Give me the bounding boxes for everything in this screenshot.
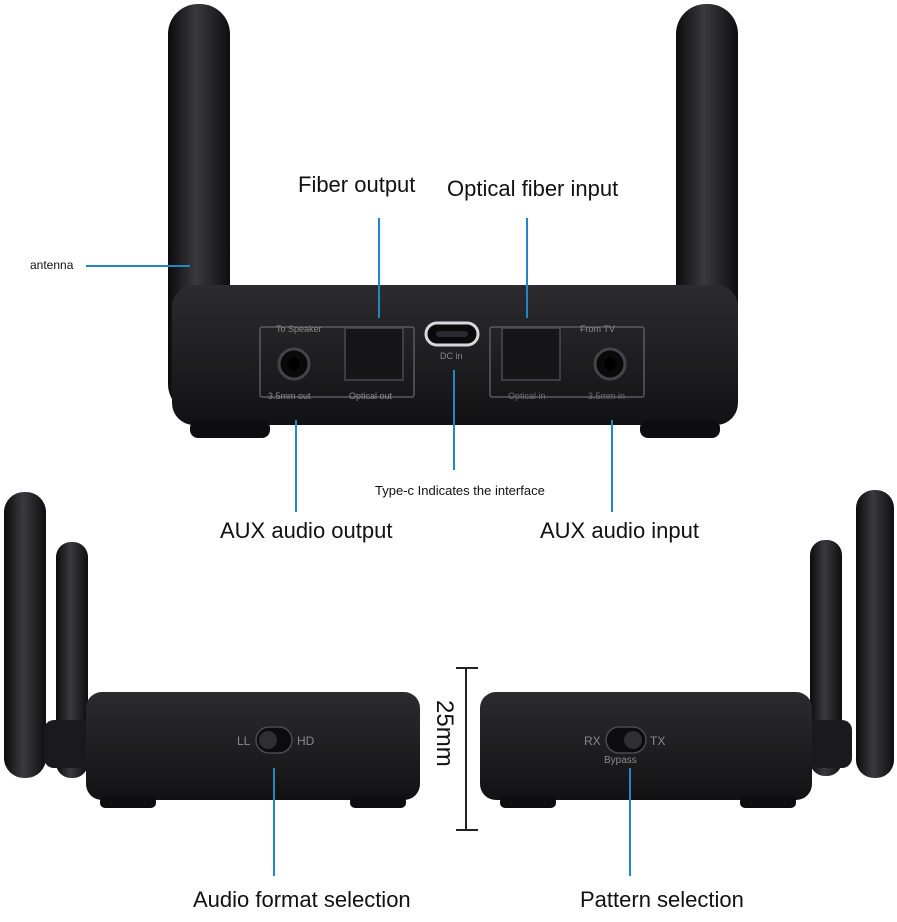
callout-antenna: antenna <box>30 258 74 272</box>
back-panel-device: To Speaker 3.5mm out Optical out DC in O… <box>168 4 738 438</box>
callout-fiber-output: Fiber output <box>298 172 416 197</box>
left-side-device: LL HD <box>4 492 420 808</box>
callout-type-c: Type-c Indicates the interface <box>375 483 545 498</box>
switch-hd-label: HD <box>297 734 315 748</box>
panel-optical-in: Optical in <box>508 391 546 401</box>
switch-rx-label: RX <box>584 734 601 748</box>
optical-out-port <box>344 327 404 381</box>
switch-tx-label: TX <box>650 734 665 748</box>
callout-audio-format: Audio format selection <box>193 887 411 912</box>
panel-to-speaker: To Speaker <box>276 324 322 334</box>
panel-from-tv: From TV <box>580 324 615 334</box>
callout-optical-fiber-input: Optical fiber input <box>447 176 619 201</box>
switch-bypass-label: Bypass <box>604 755 637 766</box>
back-body <box>172 285 738 425</box>
right-side-device: RX TX Bypass <box>480 490 894 808</box>
panel-optical-out: Optical out <box>349 391 393 401</box>
leader-lines <box>86 218 631 876</box>
optical-in-port <box>501 327 561 381</box>
panel-35mm-in: 3.5mm in <box>588 391 625 401</box>
switch-ll-label: LL <box>237 734 251 748</box>
callout-aux-input: AUX audio input <box>540 518 699 543</box>
panel-dc-in: DC in <box>440 351 463 361</box>
height-dimension <box>456 667 478 831</box>
callout-height: 25mm <box>431 700 458 767</box>
callout-aux-output: AUX audio output <box>220 518 393 543</box>
panel-35mm-out: 3.5mm out <box>268 391 311 401</box>
callout-pattern-selection: Pattern selection <box>580 887 744 912</box>
